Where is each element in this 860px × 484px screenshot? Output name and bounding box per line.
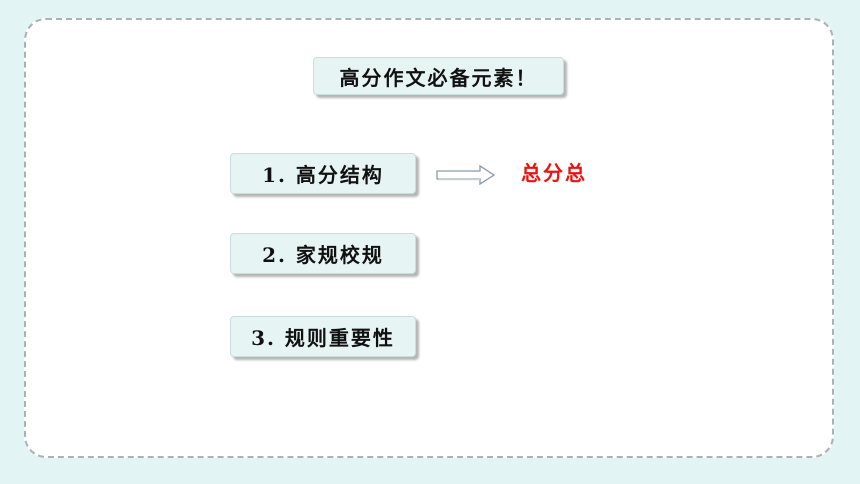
element-item-importance-of-rules: 3. 规则重要性	[230, 316, 416, 357]
element-item-structure: 1. 高分结构	[230, 153, 416, 194]
structure-answer: 总分总	[521, 161, 587, 185]
page-title: 高分作文必备元素！	[313, 57, 564, 95]
right-arrow-icon	[436, 164, 496, 186]
element-item-family-school-rules: 2. 家规校规	[230, 233, 416, 274]
